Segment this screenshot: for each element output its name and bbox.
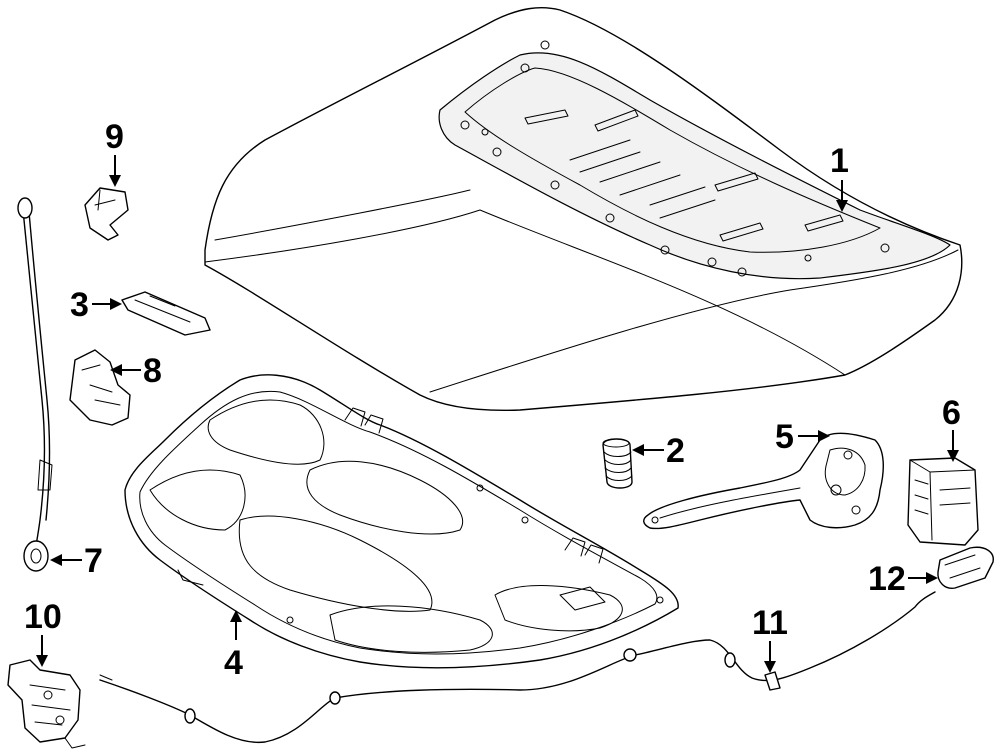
hood-latch: [7, 659, 86, 749]
callout-2: 2: [632, 432, 685, 470]
callout-8: 8: [110, 352, 162, 390]
svg-text:7: 7: [84, 542, 103, 580]
callout-4: 4: [224, 610, 243, 682]
svg-text:6: 6: [942, 394, 961, 432]
hood-prop-rod: [17, 197, 53, 572]
callout-6: 6: [942, 394, 961, 462]
callout-5: 5: [775, 418, 830, 456]
release-handle: [937, 546, 994, 589]
svg-text:9: 9: [105, 118, 124, 156]
release-cable: [99, 591, 936, 744]
hood-insulator: [124, 374, 679, 669]
svg-text:8: 8: [143, 352, 162, 390]
hood-clip: [84, 187, 129, 241]
svg-text:11: 11: [752, 604, 788, 642]
hood-panel: [204, 7, 963, 412]
callout-1: 1: [830, 142, 849, 212]
callout-12: 12: [868, 560, 938, 598]
svg-text:1: 1: [830, 142, 849, 180]
svg-text:4: 4: [224, 644, 243, 682]
hood-stop: [69, 349, 131, 426]
svg-text:3: 3: [70, 286, 89, 324]
svg-text:5: 5: [775, 418, 794, 456]
callout-9: 9: [105, 118, 124, 187]
svg-text:10: 10: [24, 598, 62, 636]
callout-3: 3: [70, 286, 122, 324]
callout-7: 7: [50, 542, 103, 580]
hood-hinge: [643, 432, 884, 530]
callout-10: 10: [24, 598, 62, 667]
callout-11: 11: [752, 604, 788, 673]
hood-seal: [121, 291, 211, 336]
svg-text:12: 12: [868, 560, 906, 598]
latch-bracket: [907, 457, 979, 546]
svg-text:2: 2: [666, 432, 685, 470]
hood-bumper: [602, 438, 633, 489]
